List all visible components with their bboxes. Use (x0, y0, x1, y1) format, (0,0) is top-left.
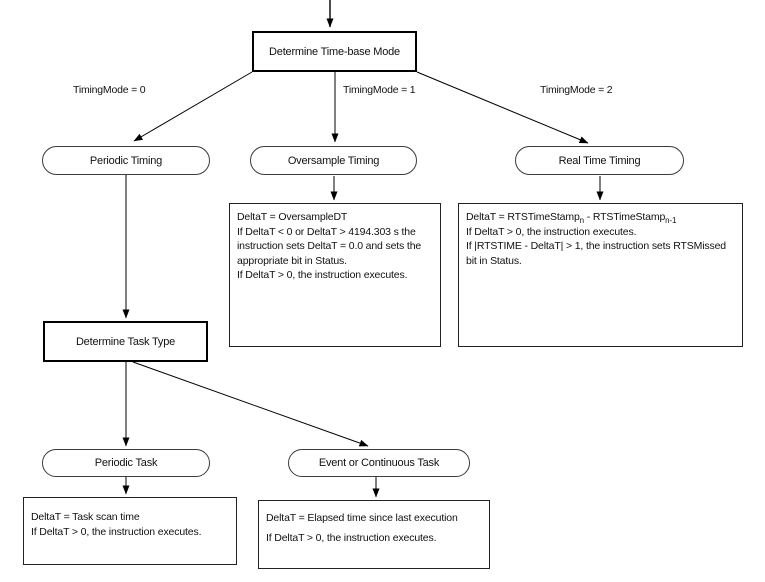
event-task-detail-box: DeltaT = Elapsed time since last executi… (258, 500, 490, 569)
periodic-task-detail-box: DeltaT = Task scan time If DeltaT > 0, t… (23, 497, 237, 565)
periodic-timing-label: Periodic Timing (89, 154, 163, 167)
formula-part: DeltaT = RTSTimeStamp (466, 211, 580, 223)
timing-mode-2-label: TimingMode = 2 (540, 84, 613, 96)
timing-mode-0-label: TimingMode = 0 (73, 84, 146, 96)
realtime-detail-box: DeltaT = RTSTimeStampn - RTSTimeStampn-1… (458, 203, 743, 347)
periodic-task-oval: Periodic Task (42, 449, 210, 477)
oversample-detail-line: DeltaT = OversampleDT (237, 211, 348, 223)
event-task-detail-line: DeltaT = Elapsed time since last executi… (266, 512, 458, 524)
event-continuous-task-label: Event or Continuous Task (318, 457, 440, 469)
timing-mode-1-label: TimingMode = 1 (343, 84, 416, 96)
periodic-timing-oval: Periodic Timing (42, 146, 210, 175)
determine-timebase-mode-box: Determine Time-base Mode (252, 31, 417, 72)
subscript-n: n (579, 216, 584, 226)
realtime-timing-label: Real Time Timing (558, 154, 641, 167)
oversample-timing-label: Oversample Timing (287, 154, 380, 167)
event-continuous-task-oval: Event or Continuous Task (288, 449, 470, 477)
oversample-detail-box: DeltaT = OversampleDT If DeltaT < 0 or D… (229, 203, 441, 347)
realtime-detail-line: If |RTSTIME - DeltaT| > 1, the instructi… (466, 239, 735, 268)
periodic-task-label: Periodic Task (94, 457, 158, 469)
realtime-detail-formula: DeltaT = RTSTimeStampn - RTSTimeStampn-1 (466, 210, 735, 225)
realtime-detail-line: If DeltaT > 0, the instruction executes. (466, 225, 637, 238)
oversample-detail-line: If DeltaT > 0, the instruction executes. (237, 269, 408, 281)
formula-part: - RTSTimeStamp (583, 211, 666, 223)
subscript-n-1: n-1 (665, 216, 677, 226)
determine-timebase-mode-label: Determine Time-base Mode (269, 45, 400, 58)
realtime-detail-line-part: Status. (490, 254, 522, 267)
oversample-detail-line: If DeltaT < 0 or DeltaT > 4194.303 s the (237, 225, 416, 238)
event-task-detail-line: If DeltaT > 0, the instruction executes. (266, 532, 437, 544)
periodic-task-detail-line: DeltaT = Task scan time (31, 511, 140, 523)
oversample-timing-oval: Oversample Timing (250, 146, 417, 175)
determine-task-type-label: Determine Task Type (75, 335, 176, 348)
determine-task-type-box: Determine Task Type (43, 321, 208, 362)
arrow-task-type-to-event-task (132, 361, 369, 447)
oversample-detail-line: instruction sets DeltaT = 0.0 and sets t… (237, 240, 422, 252)
oversample-detail-line: appropriate bit in Status. (237, 254, 347, 267)
realtime-timing-oval: Real Time Timing (515, 146, 684, 175)
arrow-timebase-to-periodic-timing (133, 71, 253, 142)
periodic-task-detail-line: If DeltaT > 0, the instruction executes. (31, 525, 202, 538)
arrow-timebase-to-realtime-timing (416, 71, 589, 144)
realtime-detail-line-part: If |RTSTIME - DeltaT| > 1, the instructi… (466, 240, 726, 267)
